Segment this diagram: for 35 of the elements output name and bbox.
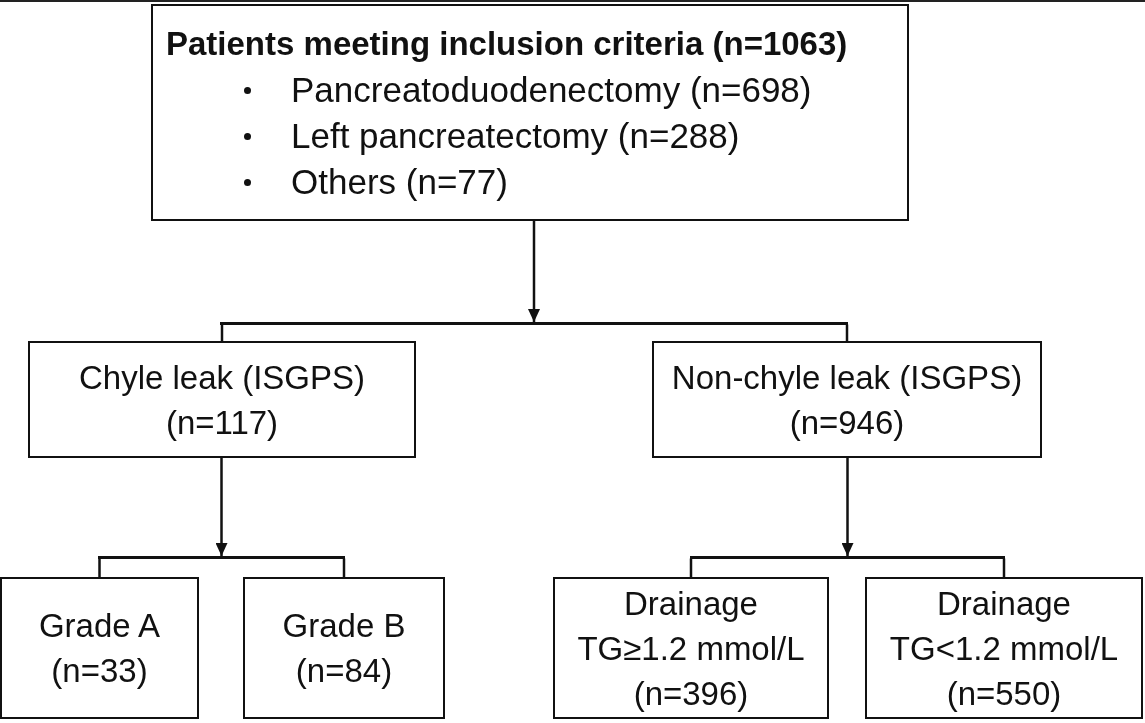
count-label: (n=946): [789, 402, 905, 443]
arrow: [841, 458, 854, 556]
count-label: (n=84): [295, 651, 393, 691]
split-bar: [690, 556, 1005, 559]
split-bar: [98, 556, 345, 559]
process-box: [553, 577, 829, 719]
split-bar: [220, 322, 848, 325]
box-title: Chyle leak (ISGPS): [78, 357, 366, 398]
count-label: (n=33): [51, 651, 148, 691]
process-box: [28, 341, 416, 458]
criterion-label: TG≥1.2 mmol/L: [577, 628, 805, 669]
box-title: Grade B: [282, 606, 406, 646]
connector-line: [1002, 558, 1006, 577]
arrow: [528, 221, 540, 322]
box-title: Drainage: [937, 583, 1071, 624]
box-heading: Patients meeting inclusion criteria (n=1063): [166, 24, 848, 64]
box-title: Grade A: [38, 606, 161, 646]
list-item-text: Others (n=77): [291, 161, 508, 203]
count-label: (n=117): [165, 402, 279, 443]
list-item-text: Left pancreatectomy (n=288): [291, 115, 740, 157]
process-box: [151, 4, 909, 221]
count-label: (n=550): [946, 673, 1062, 714]
count-label: (n=396): [633, 673, 749, 714]
criterion-label: TG<1.2 mmol/L: [889, 628, 1119, 669]
box-title: Drainage: [624, 583, 758, 624]
connector-line: [98, 558, 101, 577]
process-box: [865, 577, 1143, 719]
list-item-text: Pancreatoduodenectomy (n=698): [291, 69, 812, 111]
connector-line: [342, 558, 346, 577]
process-box: [0, 577, 199, 719]
arrow: [215, 458, 228, 556]
box-title: Non-chyle leak (ISGPS): [671, 357, 1023, 398]
process-box: [243, 577, 445, 719]
connector-line: [689, 558, 693, 577]
process-box: [652, 341, 1042, 458]
